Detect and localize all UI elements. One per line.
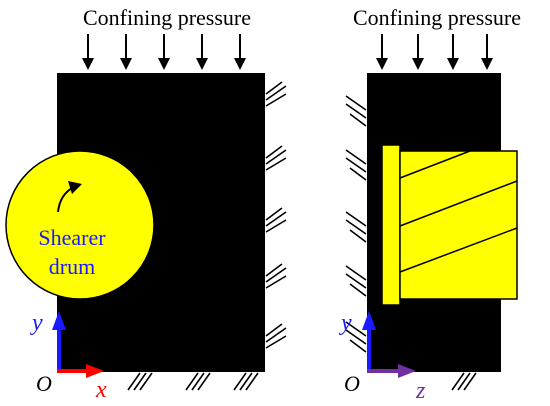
hatch-support-icon	[345, 265, 367, 297]
right-side-supports	[345, 95, 367, 353]
left-panel: Confining pressure	[5, 5, 287, 403]
right-z-label: z	[415, 378, 426, 404]
hatch-support-icon	[345, 211, 367, 243]
arrow-down-icon	[481, 34, 493, 70]
left-origin-label: O	[36, 371, 52, 396]
arrow-down-icon	[82, 34, 94, 70]
hatch-support-icon	[233, 372, 259, 391]
shearer-drum-side	[381, 144, 518, 306]
arrow-down-icon	[158, 34, 170, 70]
shearer-drum	[5, 150, 155, 300]
hatch-support-icon	[265, 145, 287, 171]
hatch-support-icon	[265, 323, 287, 349]
hatch-support-icon	[345, 149, 367, 181]
left-bottom-supports	[127, 372, 259, 391]
left-x-arrowhead	[86, 364, 104, 378]
left-y-arrowhead	[52, 311, 66, 330]
hatch-support-icon	[265, 207, 287, 233]
drum-helix-lines	[399, 150, 518, 273]
left-x-label: x	[95, 377, 107, 403]
arrow-down-icon	[196, 34, 208, 70]
arrow-down-icon	[234, 34, 246, 70]
drum-label-line1: Shearer	[38, 225, 106, 250]
hatch-support-icon	[345, 95, 367, 127]
left-pressure-arrows	[82, 34, 246, 70]
hatch-support-icon	[345, 321, 367, 353]
hatch-support-icon	[265, 263, 287, 289]
left-axes	[52, 311, 104, 378]
drum-label-line2: drum	[49, 254, 95, 279]
hatch-support-icon	[127, 372, 153, 391]
right-bottom-supports	[451, 372, 477, 391]
arrow-down-icon	[412, 34, 424, 70]
hatch-support-icon	[265, 81, 287, 107]
right-title: Confining pressure	[353, 5, 521, 30]
left-title: Confining pressure	[83, 5, 251, 30]
hatch-support-icon	[185, 372, 211, 391]
left-side-supports	[265, 81, 287, 349]
right-origin-label: O	[344, 371, 360, 396]
left-y-label: y	[30, 310, 43, 336]
right-z-arrowhead	[398, 364, 416, 378]
curved-arrow-icon	[57, 181, 82, 213]
hatch-support-icon	[451, 372, 477, 391]
right-pressure-arrows	[376, 34, 493, 70]
arrow-down-icon	[376, 34, 388, 70]
right-panel: Confining pressure	[339, 5, 521, 404]
arrow-down-icon	[447, 34, 459, 70]
drum-body	[399, 150, 518, 300]
right-y-arrowhead	[362, 311, 376, 330]
right-y-label: y	[339, 310, 352, 336]
drum-end-plate	[381, 144, 401, 306]
right-axes	[362, 311, 416, 378]
arrow-down-icon	[120, 34, 132, 70]
